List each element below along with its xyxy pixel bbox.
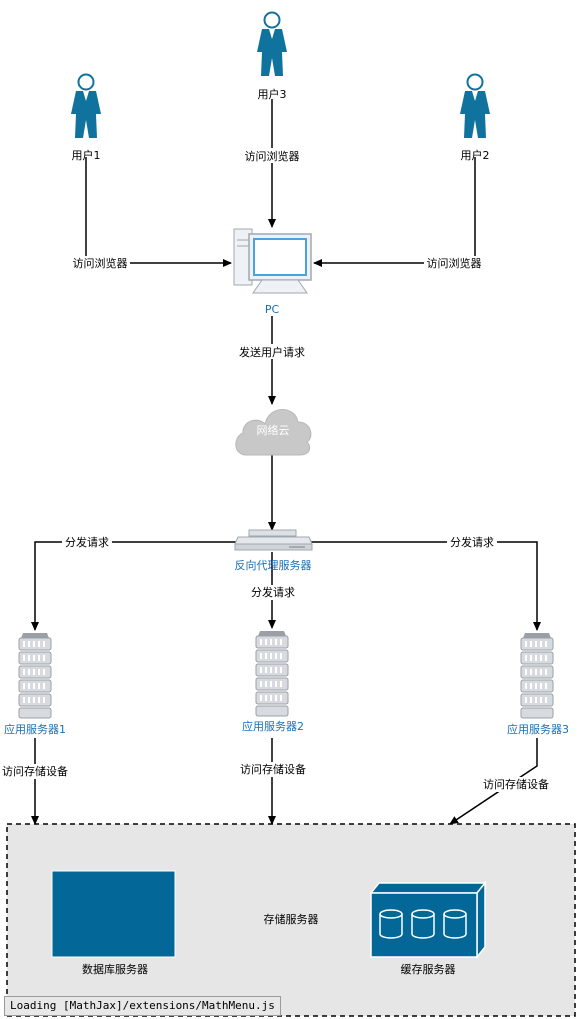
edge-label-dispatch-left: 分发请求 — [65, 535, 109, 549]
rack-server-icon — [255, 630, 289, 717]
edge-label-browse2: 访问浏览器 — [427, 256, 482, 270]
user3-label: 用户3 — [258, 87, 287, 101]
edge-label-access-storage3: 访问存储设备 — [483, 777, 549, 791]
app-server2-label: 应用服务器2 — [242, 719, 304, 733]
user-icon — [70, 73, 102, 139]
pc-label: PC — [265, 303, 280, 316]
app-server1-label: 应用服务器1 — [4, 722, 66, 736]
edge-label-access-storage2: 访问存储设备 — [240, 762, 306, 776]
edge-label-access-storage1: 访问存储设备 — [2, 764, 68, 778]
rack-server-icon — [18, 632, 52, 719]
edge-proxy-app3 — [311, 541, 541, 631]
edge-label-send-request: 发送用户请求 — [239, 345, 305, 359]
user-icon — [459, 73, 491, 139]
proxy-server-icon — [234, 529, 313, 551]
edge-proxy-app1 — [31, 541, 236, 631]
cloud-icon — [235, 409, 312, 456]
db-server-label: 数据库服务器 — [82, 962, 148, 976]
edge-labels: 访问浏览器 访问浏览器 访问浏览器 发送用户请求 分发请求 分发请求 分发请求 … — [2, 148, 551, 792]
rack-server-icon — [520, 632, 554, 719]
edge-label-dispatch-right: 分发请求 — [450, 535, 494, 549]
edge-label-dispatch-mid: 分发请求 — [251, 585, 295, 599]
pc-icon — [233, 228, 312, 294]
cache-server-label: 缓存服务器 — [401, 962, 456, 976]
reverse-proxy-label: 反向代理服务器 — [235, 558, 312, 572]
user1-label: 用户1 — [72, 148, 101, 162]
storage-group-label: 存储服务器 — [264, 912, 319, 926]
cloud-label: 网络云 — [257, 423, 290, 437]
edge-label-browse3: 访问浏览器 — [245, 149, 300, 163]
app-server3-label: 应用服务器3 — [507, 722, 569, 736]
edge-app3-storage — [449, 738, 538, 825]
edge-label-browse1: 访问浏览器 — [73, 256, 128, 270]
mathjax-loading-status: Loading [MathJax]/extensions/MathMenu.js — [4, 996, 281, 1016]
database-box-icon — [51, 870, 176, 958]
user-icon — [256, 11, 288, 77]
cache-storage-icon — [369, 880, 487, 960]
user2-label: 用户2 — [461, 148, 490, 162]
